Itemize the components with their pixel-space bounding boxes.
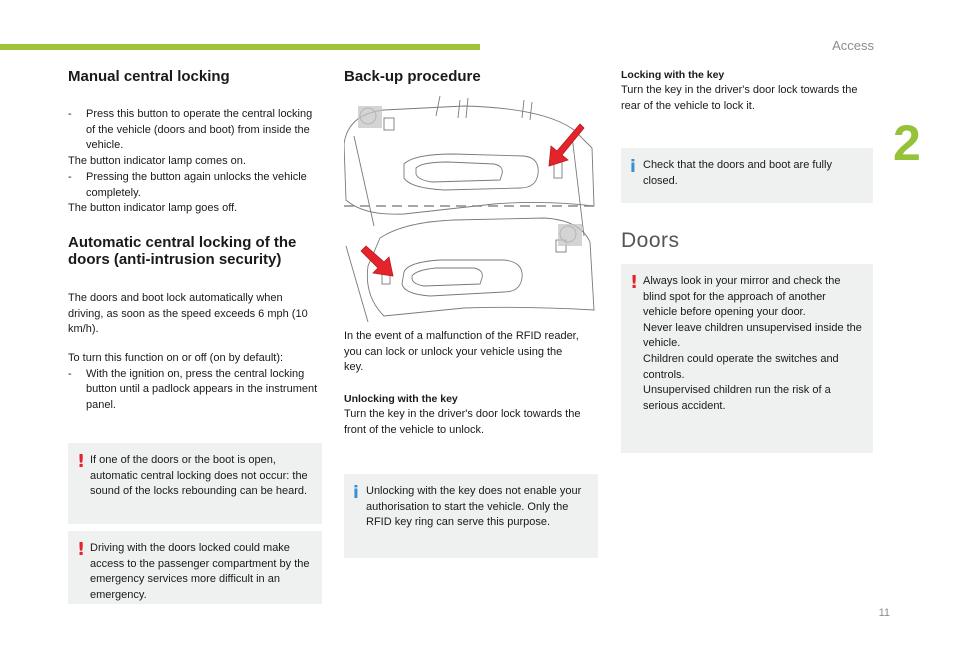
warning-note-doors: ! Always look in your mirror and check t… xyxy=(621,264,873,453)
red-arrow-icon xyxy=(360,245,394,277)
backup-intro-text: In the event of a malfunction of the RFI… xyxy=(344,330,579,374)
info-note-doors-closed-text: Check that the doors and boot are fully … xyxy=(643,159,832,187)
unlocking-key-title: Unlocking with the key xyxy=(344,393,458,405)
doors-warning-line-1: Always look in your mirror and check the… xyxy=(643,275,841,319)
warning-note-2-text: Driving with the doors locked could make… xyxy=(90,542,310,601)
locking-key-text: Turn the key in the driver's door lock t… xyxy=(621,84,858,112)
warning-note-2: ! Driving with the doors locked could ma… xyxy=(68,531,322,604)
auto-locking-title: Automatic central locking of the doors (… xyxy=(68,234,297,268)
manual-locking-text: -Press this button to operate the centra… xyxy=(68,107,324,217)
exclamation-mark-icon: ! xyxy=(77,451,86,472)
section-name: Access xyxy=(832,38,874,53)
info-note-unlocking: i Unlocking with the key does not enable… xyxy=(344,474,598,558)
auto-locking-bullet: -With the ignition on, press the central… xyxy=(68,367,318,412)
info-i-icon: i xyxy=(630,157,636,177)
exclamation-mark-icon: ! xyxy=(77,539,86,560)
doors-warning-line-3: Children could operate the switches and … xyxy=(643,352,839,381)
indicator-on-text: The button indicator lamp comes on. xyxy=(68,155,246,168)
door-lock-illustration xyxy=(344,96,596,322)
doors-warning-line-4: Unsupervised children run the risk of a … xyxy=(643,384,831,412)
info-note-unlocking-text: Unlocking with the key does not enable y… xyxy=(366,485,582,529)
manual-locking-title: Manual central locking xyxy=(68,68,230,85)
exclamation-mark-icon: ! xyxy=(630,272,639,293)
locking-key-title: Locking with the key xyxy=(621,69,725,81)
info-i-icon: i xyxy=(353,483,359,503)
warning-note-1: ! If one of the doors or the boot is ope… xyxy=(68,443,322,524)
indicator-off-text: The button indicator lamp goes off. xyxy=(68,202,238,215)
doors-title: Doors xyxy=(621,229,680,252)
manual-locking-bullet-2: -Pressing the button again unlocks the v… xyxy=(68,170,307,199)
red-arrow-icon xyxy=(548,123,585,167)
warning-note-1-text: If one of the doors or the boot is open,… xyxy=(90,454,308,498)
backup-procedure-title: Back-up procedure xyxy=(344,68,481,85)
unlocking-key-text: Turn the key in the driver's door lock t… xyxy=(344,408,581,436)
auto-locking-text-2: To turn this function on or off (on by d… xyxy=(68,351,324,414)
auto-locking-intro: To turn this function on or off (on by d… xyxy=(68,352,284,364)
page-number: 11 xyxy=(878,607,890,619)
doors-warning-line-2: Never leave children unsupervised inside… xyxy=(643,321,862,350)
info-note-doors-closed: i Check that the doors and boot are full… xyxy=(621,148,873,203)
chapter-number: 2 xyxy=(893,115,921,171)
manual-locking-bullet-1: -Press this button to operate the centra… xyxy=(68,108,313,152)
auto-locking-text-1: The doors and boot lock automatically wh… xyxy=(68,292,308,336)
header-accent-bar xyxy=(0,44,480,50)
